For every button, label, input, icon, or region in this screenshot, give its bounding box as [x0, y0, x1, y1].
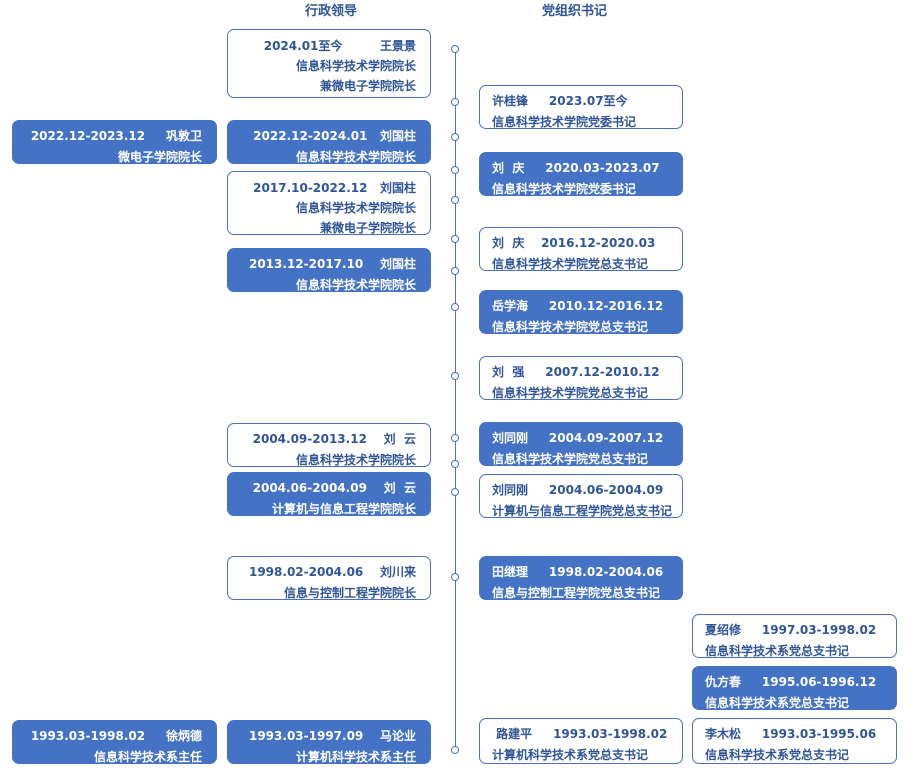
entry-title: 计算机与信息工程学院院长: [271, 502, 416, 516]
timeline-node-marker: [451, 303, 459, 311]
entry-title: 信息科学技术学院党委书记: [492, 115, 637, 129]
party-secretaries-entry: 许桂锋 2023.07至今信息科学技术学院党委书记: [479, 85, 683, 129]
entry-name-period: 1993.03-1997.09 马论业: [248, 729, 416, 743]
party-secretaries-entry: 刘 庆 2016.12-2020.03 信息科学技术学院党总支书记: [479, 227, 683, 271]
entry-name-period: 刘 强 2007.12-2010.12: [492, 365, 660, 379]
party-header: 党组织书记: [542, 4, 608, 19]
entry-title: 信息科学技术系主任: [93, 750, 202, 764]
entry-title: 信息与控制工程学院院长: [283, 586, 416, 600]
entry-name-period: 刘同刚 2004.06-2004.09: [492, 483, 664, 497]
entry-name-period: 2017.10-2022.12 刘国柱: [253, 181, 416, 195]
entry-name-period: 田继理 1998.02-2004.06: [492, 565, 664, 579]
timeline-node-marker: [451, 133, 459, 141]
entry-title: 信息科学技术学院党总支书记: [492, 452, 649, 466]
party-secretaries-entry: 田继理 1998.02-2004.06 信息与控制工程学院党总支书记: [479, 556, 683, 600]
party-secretaries-entry: 刘 庆 2020.03-2023.07 信息科学技术学院党委书记: [479, 152, 683, 196]
timeline-node-marker: [451, 267, 459, 275]
entry-name-period: 路建平 1993.03-1998.02: [492, 727, 668, 741]
timeline-node-marker: [451, 196, 459, 204]
entry-name-period: 2004.09-2013.12 刘 云: [252, 432, 416, 446]
timeline-node-marker: [451, 98, 459, 106]
admin-header: 行政领导: [305, 4, 358, 19]
entry-name-period: 刘同刚 2004.09-2007.12: [492, 431, 664, 445]
timeline-node-marker: [451, 434, 459, 442]
admin-leaders-entry: 2017.10-2022.12 刘国柱信息科学技术学院院长兼微电子学院院长: [227, 171, 431, 235]
entry-name-period: 仇方春 1995.06-1996.12: [705, 675, 877, 689]
entry-title: 计算机科学技术系党总支书记: [492, 748, 649, 762]
entry-name-period: 2022.12-2024.01 刘国柱: [253, 129, 416, 143]
entry-name-period: 1993.03-1998.02 徐炳德: [30, 729, 202, 743]
entry-name-period: 2013.12-2017.10 刘国柱: [248, 257, 416, 271]
admin-leaders-entry: 2022.12-2024.01 刘国柱信息科学技术学院院长: [227, 120, 431, 164]
entry-title: 信息科学技术学院党委书记: [492, 182, 637, 196]
entry-title: 信息科学技术学院院长: [295, 453, 416, 467]
other-leaders-entry: 1993.03-1998.02 徐炳德信息科学技术系主任: [12, 720, 217, 764]
entry-title: 信息科学技术系党总支书记: [705, 748, 850, 762]
timeline-node-marker: [451, 235, 459, 243]
entry-title: 信息科学技术学院院长: [295, 278, 416, 292]
entry-title: 信息科学技术学院党总支书记: [492, 320, 649, 334]
admin-leaders-entry: 1998.02-2004.06 刘川来信息与控制工程学院院长: [227, 556, 431, 600]
entry-name-period: 岳学海 2010.12-2016.12: [492, 299, 664, 313]
entry-title: 信息科学技术学院院长: [295, 59, 416, 73]
timeline-node-marker: [451, 488, 459, 496]
entry-title: 信息科学技术学院院长: [295, 201, 416, 215]
entry-title: 兼微电子学院院长: [319, 221, 416, 235]
admin-leaders-entry: 2013.12-2017.10 刘国柱信息科学技术学院院长: [227, 248, 431, 292]
admin-leaders-entry: 1993.03-1997.09 马论业计算机科学技术系主任: [227, 720, 431, 764]
entry-name-period: 刘 庆 2016.12-2020.03: [492, 236, 656, 250]
entry-title: 计算机与信息工程学院党总支书记: [492, 504, 673, 518]
party-secretaries-entry: 路建平 1993.03-1998.02 计算机科学技术系党总支书记: [479, 718, 683, 764]
timeline-node-marker: [451, 372, 459, 380]
entry-title: 兼微电子学院院长: [319, 79, 416, 93]
dept-secretaries-entry: 夏绍修 1997.03-1998.02 信息科学技术系党总支书记: [692, 614, 897, 658]
timeline-node-marker: [451, 573, 459, 581]
timeline-node-marker: [451, 45, 459, 53]
entry-name-period: 2022.12-2023.12 巩敦卫: [30, 129, 202, 143]
party-secretaries-entry: 刘同刚 2004.09-2007.12 信息科学技术学院党总支书记: [479, 422, 683, 466]
timeline-node-marker: [451, 460, 459, 468]
admin-leaders-entry: 2004.09-2013.12 刘 云信息科学技术学院院长: [227, 423, 431, 467]
party-secretaries-entry: 刘 强 2007.12-2010.12 信息科学技术学院党总支书记: [479, 356, 683, 400]
entry-name-period: 许桂锋 2023.07至今: [492, 94, 628, 108]
entry-title: 信息科学技术学院党总支书记: [492, 386, 649, 400]
entry-title: 信息科学技术系党总支书记: [705, 696, 850, 710]
timeline-node-marker: [451, 746, 459, 754]
entry-name-period: 2004.06-2004.09 刘 云: [252, 481, 416, 495]
dept-secretaries-entry: 李木松 1993.03-1995.06 信息科学技术系党总支书记: [692, 718, 897, 764]
admin-leaders-entry: 2004.06-2004.09 刘 云计算机与信息工程学院院长: [227, 472, 431, 516]
entry-title: 信息与控制工程学院党总支书记: [492, 586, 661, 600]
timeline-node-marker: [451, 166, 459, 174]
entry-title: 微电子学院院长: [117, 150, 202, 164]
entry-title: 计算机科学技术系主任: [295, 750, 416, 764]
entry-title: 信息科学技术系党总支书记: [705, 644, 850, 658]
entry-name-period: 夏绍修 1997.03-1998.02: [705, 623, 877, 637]
admin-leaders-entry: 2024.01至今 王景景信息科学技术学院院长兼微电子学院院长: [227, 29, 431, 98]
party-secretaries-entry: 岳学海 2010.12-2016.12 信息科学技术学院党总支书记: [479, 290, 683, 334]
entry-name-period: 李木松 1993.03-1995.06: [705, 727, 877, 741]
timeline-axis: [455, 49, 456, 750]
entry-title: 信息科学技术学院院长: [295, 150, 416, 164]
party-secretaries-entry: 刘同刚 2004.06-2004.09 计算机与信息工程学院党总支书记: [479, 474, 683, 518]
entry-name-period: 刘 庆 2020.03-2023.07: [492, 161, 660, 175]
entry-name-period: 2024.01至今 王景景: [263, 39, 416, 53]
other-leaders-entry: 2022.12-2023.12 巩敦卫微电子学院院长: [12, 120, 217, 164]
entry-name-period: 1998.02-2004.06 刘川来: [248, 565, 416, 579]
dept-secretaries-entry: 仇方春 1995.06-1996.12 信息科学技术系党总支书记: [692, 666, 897, 710]
entry-title: 信息科学技术学院党总支书记: [492, 257, 649, 271]
